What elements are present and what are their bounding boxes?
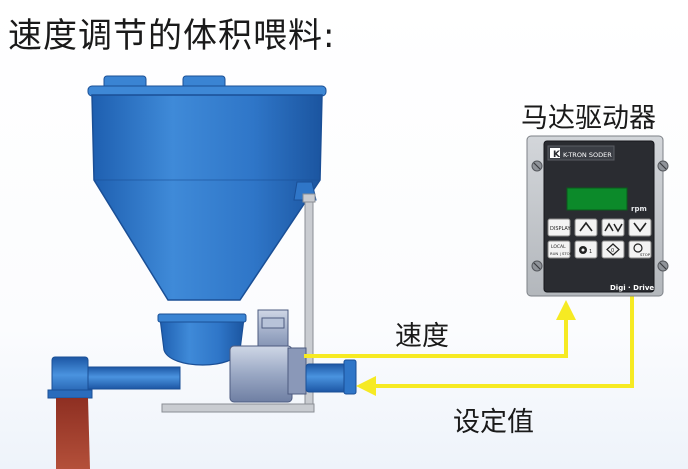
up-key[interactable] (574, 218, 598, 237)
setpoint-label: 设定值 (453, 407, 534, 438)
panel-brand: K-TRON SODER (563, 151, 612, 159)
svg-text:DISPLAY: DISPLAY (550, 226, 571, 232)
speed-signal-line (304, 300, 576, 358)
svg-text:STOP: STOP (640, 252, 651, 257)
svg-text:RUN | STOP: RUN | STOP (550, 251, 573, 256)
support-frame (161, 193, 316, 413)
digital-display (566, 187, 628, 211)
svg-text:0: 0 (611, 248, 614, 254)
motor-drive-panel: K K-TRON SODER rpm DISPLAY LOCAL RUN | S… (526, 135, 669, 297)
diamond-icon (606, 243, 620, 256)
keypad-row-1: DISPLAY (547, 218, 652, 237)
discharge-elbow (47, 356, 93, 399)
drive-motor (229, 309, 307, 403)
svg-text:LOCAL: LOCAL (551, 244, 566, 250)
up-arrow-icon (579, 221, 593, 232)
svg-text:1: 1 (589, 249, 592, 255)
page-title: 速度调节的体积喂料: (8, 16, 336, 56)
down-key[interactable] (628, 218, 652, 237)
down-small-icon (613, 223, 623, 233)
speed-label: 速度 (395, 321, 449, 352)
hopper-body (91, 94, 323, 301)
k-tron-logo-icon (550, 148, 560, 158)
stop-circle-icon (633, 243, 643, 253)
material-stream (56, 398, 90, 469)
up-small-icon (604, 222, 614, 232)
svg-text:K: K (553, 150, 561, 160)
panel-footer: Digi · Drive (610, 284, 654, 292)
display-key[interactable] (547, 218, 571, 237)
up-down-key[interactable] (601, 218, 625, 237)
down-arrow-icon (633, 222, 647, 233)
zero-key[interactable] (601, 240, 625, 259)
screw-conveyor (83, 359, 357, 395)
keypad-row-2: LOCAL RUN | STOP 1 0 STOP (547, 240, 652, 259)
rpm-unit: rpm (631, 205, 647, 213)
local-key[interactable] (547, 240, 571, 259)
setpoint-signal-line (356, 296, 634, 396)
motor-drive-title: 马达驱动器 (521, 103, 656, 134)
